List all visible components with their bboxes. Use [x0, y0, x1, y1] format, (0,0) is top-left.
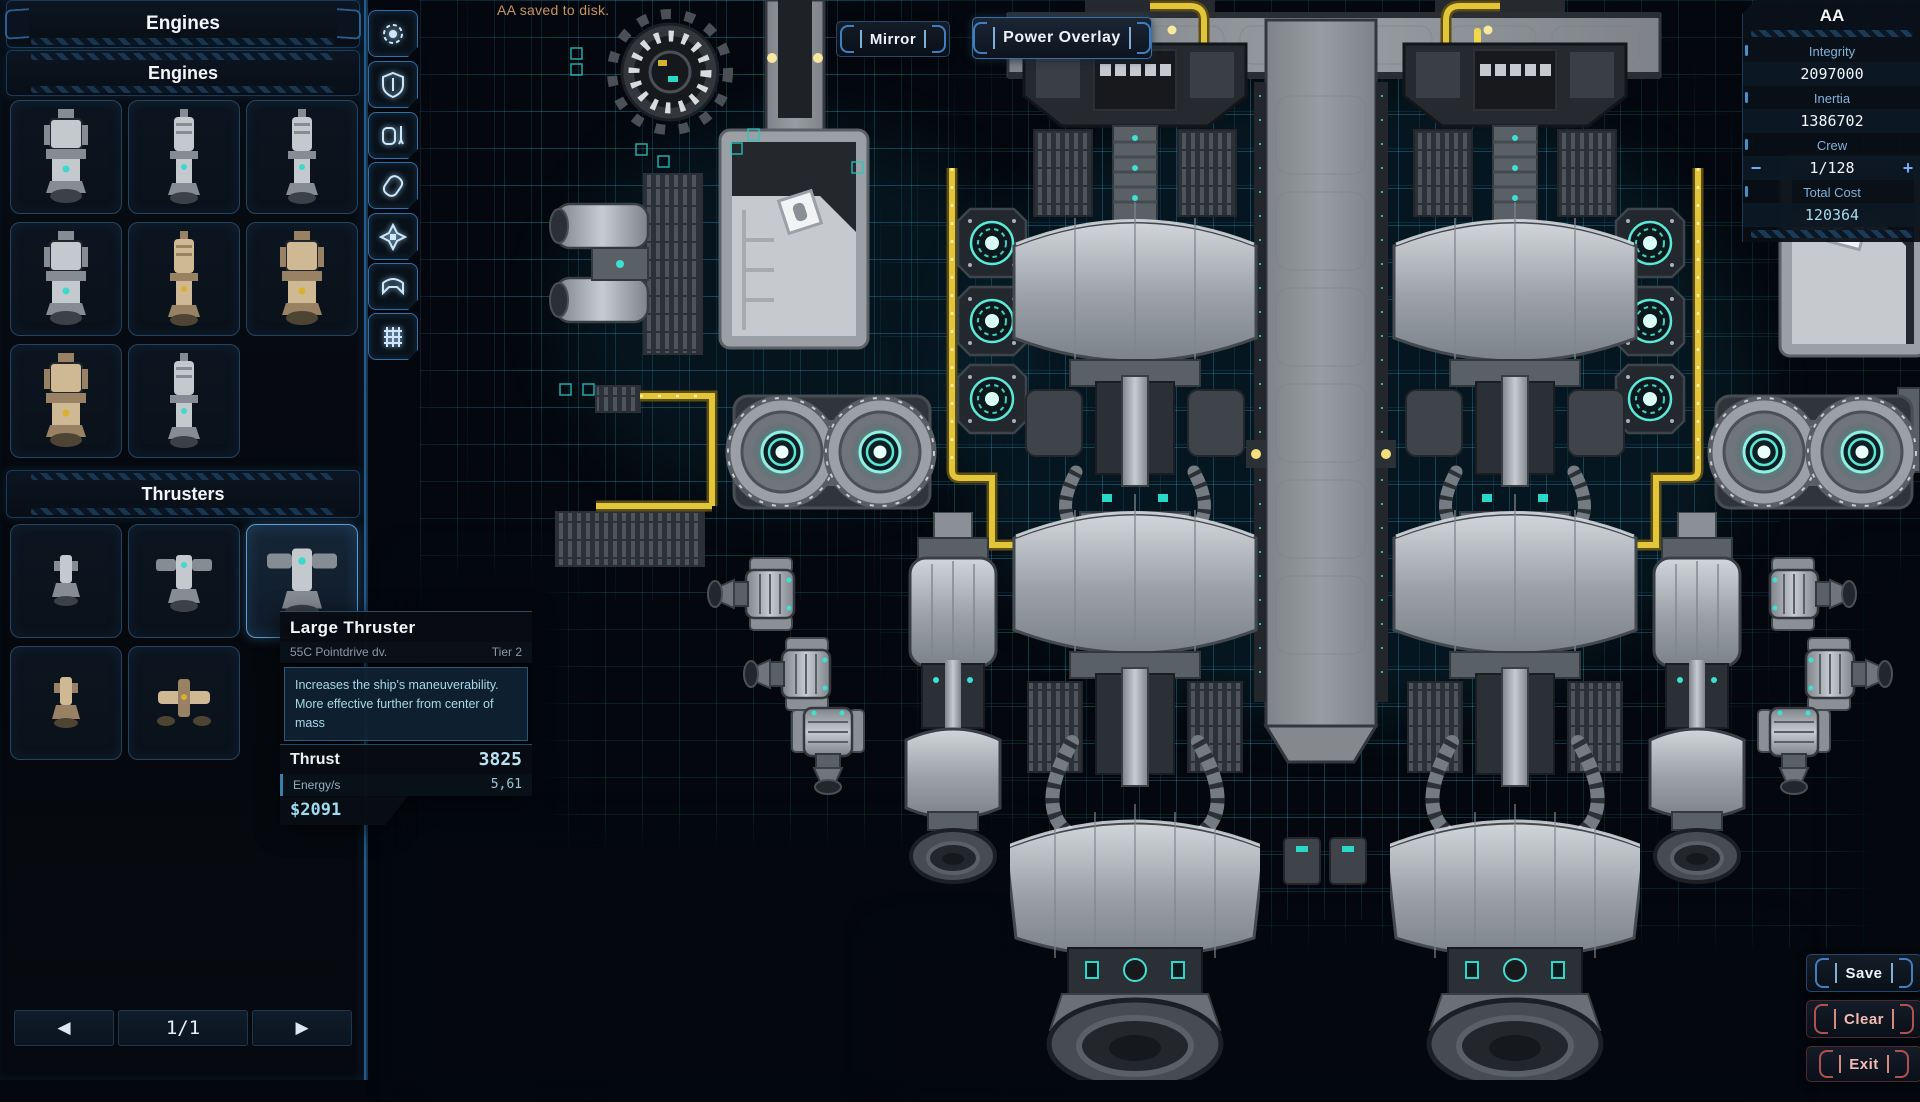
- exit-button-label: Exit: [1849, 1055, 1879, 1073]
- part-cell-engine-1[interactable]: [10, 100, 122, 214]
- bracket-tick-icon: [1886, 1054, 1889, 1074]
- bracket-tick-icon: [1839, 1054, 1842, 1074]
- tooltip-stat-energy: Energy/s 5,61: [280, 774, 532, 797]
- stat-value-integrity: 2097000: [1743, 62, 1920, 86]
- hatch-divider: [31, 38, 335, 45]
- tab-thrusters[interactable]: [368, 213, 418, 260]
- bracket-left-icon: [1813, 1004, 1828, 1034]
- ship-stats-panel: AA Integrity 2097000 Inertia 1386702 Cre…: [1742, 0, 1920, 242]
- thruster-star-icon: [379, 223, 407, 251]
- tooltip-price: $2091: [280, 796, 408, 826]
- save-notification: AA saved to disk.: [497, 2, 610, 18]
- grid-glow-haze: [560, 120, 1020, 500]
- tab-systems[interactable]: [368, 10, 418, 57]
- bracket-tick-icon: [993, 27, 996, 49]
- part-cell-thruster-5[interactable]: [128, 646, 240, 760]
- bracket-left-icon: [1819, 1050, 1834, 1078]
- module-icon: [379, 172, 407, 200]
- stat-value-crew: − 1/128 +: [1743, 156, 1920, 180]
- mirror-button-label: Mirror: [869, 30, 917, 48]
- header-wing-icon: [337, 8, 361, 40]
- part-cell-engine-3[interactable]: [246, 100, 358, 214]
- stat-value-inertia: 1386702: [1743, 109, 1920, 133]
- tab-defense[interactable]: [368, 61, 418, 108]
- bracket-right-icon: [1136, 22, 1151, 54]
- exit-button[interactable]: Exit: [1806, 1046, 1920, 1082]
- bracket-tick-icon: [1833, 1009, 1836, 1029]
- clear-button-label: Clear: [1843, 1010, 1885, 1028]
- tab-weapons[interactable]: [368, 112, 418, 159]
- bracket-tick-icon: [1890, 963, 1893, 983]
- category-header-thrusters[interactable]: Thrusters: [6, 470, 360, 518]
- tooltip-maker: 55C Pointdrive dv.: [290, 645, 388, 659]
- divider: [1751, 30, 1913, 37]
- bracket-tick-icon: [859, 29, 862, 49]
- cockpit-icon: [379, 273, 407, 301]
- part-cell-engine-7[interactable]: [10, 344, 122, 458]
- clear-button[interactable]: Clear: [1806, 1000, 1920, 1038]
- hatch-divider: [31, 473, 335, 480]
- power-overlay-button[interactable]: Power Overlay: [972, 17, 1152, 59]
- stat-label-integrity: Integrity: [1743, 41, 1920, 61]
- bracket-left-icon: [1815, 958, 1830, 988]
- shield-icon: [379, 71, 407, 99]
- bracket-right-icon: [932, 25, 947, 53]
- part-cell-engine-2[interactable]: [128, 100, 240, 214]
- hatch-divider: [31, 53, 335, 60]
- hatch-divider: [31, 508, 335, 515]
- save-button[interactable]: Save: [1806, 954, 1920, 992]
- page-prev-button[interactable]: ◀: [14, 1010, 114, 1046]
- divider: [1751, 230, 1913, 238]
- tab-structure[interactable]: [368, 313, 418, 360]
- bracket-tick-icon: [1835, 963, 1838, 983]
- part-cell-thruster-2[interactable]: [128, 524, 240, 638]
- structure-icon: [379, 323, 407, 351]
- part-cell-engine-4[interactable]: [10, 222, 122, 336]
- stat-label-crew: Crew: [1743, 135, 1920, 155]
- header-wing-icon: [5, 8, 29, 40]
- bracket-right-icon: [1894, 1050, 1909, 1078]
- bracket-left-icon: [973, 22, 988, 54]
- grid-edge-shadow: [880, 932, 1780, 1102]
- part-tooltip: Large Thruster 55C Pointdrive dv. Tier 2…: [280, 611, 532, 826]
- part-cell-engine-6[interactable]: [246, 222, 358, 336]
- power-overlay-button-label: Power Overlay: [1003, 29, 1121, 46]
- part-cell-thruster-4[interactable]: [10, 646, 122, 760]
- tab-cockpit[interactable]: [368, 263, 418, 310]
- hatch-divider: [31, 86, 335, 93]
- crew-increase-button[interactable]: +: [1902, 157, 1914, 178]
- bracket-tick-icon: [1892, 1009, 1895, 1029]
- part-cell-thruster-1[interactable]: [10, 524, 122, 638]
- stat-value-total-cost: 120364: [1743, 203, 1920, 227]
- weapons-icon: [379, 122, 407, 150]
- bracket-right-icon: [1900, 1004, 1915, 1034]
- ship-name: AA: [1819, 6, 1845, 25]
- tooltip-description: Increases the ship's maneuverability. Mo…: [284, 667, 528, 742]
- bracket-right-icon: [1898, 958, 1913, 988]
- gear-icon: [379, 20, 407, 48]
- sidebar-title: Engines: [5, 0, 361, 48]
- grid-glow-haze: [950, 80, 1750, 720]
- tooltip-title: Large Thruster: [280, 611, 532, 642]
- part-cell-engine-5[interactable]: [128, 222, 240, 336]
- crew-decrease-button[interactable]: −: [1750, 157, 1762, 178]
- page-next-button[interactable]: ▶: [252, 1010, 352, 1046]
- pagination: ◀ 1/1 ▶: [14, 1010, 352, 1046]
- grid-edge-shadow: [1850, 560, 1920, 980]
- part-cell-engine-8[interactable]: [128, 344, 240, 458]
- tooltip-stat-thrust: Thrust 3825: [280, 744, 532, 775]
- stat-label-inertia: Inertia: [1743, 88, 1920, 108]
- tooltip-tier: Tier 2: [491, 645, 522, 659]
- parts-sidebar: Engines Engines Thrusters ◀ 1/1 ▶: [0, 0, 368, 1080]
- stat-label-total-cost: Total Cost: [1743, 182, 1920, 202]
- page-indicator: 1/1: [118, 1010, 248, 1046]
- mirror-button[interactable]: Mirror: [836, 21, 950, 57]
- crew-value: 1/128: [1809, 159, 1855, 177]
- tab-modules[interactable]: [368, 162, 418, 209]
- save-button-label: Save: [1845, 964, 1883, 982]
- category-header-engines[interactable]: Engines: [6, 50, 360, 96]
- bracket-tick-icon: [1128, 27, 1131, 49]
- bracket-left-icon: [839, 25, 854, 53]
- bracket-tick-icon: [924, 29, 927, 49]
